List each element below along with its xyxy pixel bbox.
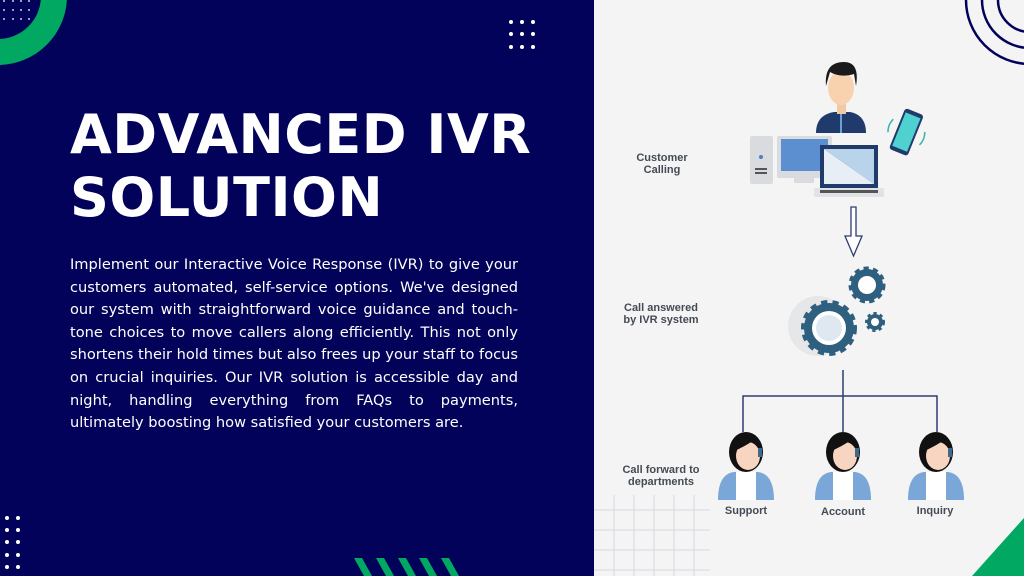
step-customer-calling-label: Customer Calling [636, 152, 688, 176]
green-stripes-decoration [354, 558, 459, 576]
right-panel: Customer Calling Call answered by IVR sy… [594, 0, 1024, 576]
dot-grid-top-left [3, 0, 30, 20]
down-arrow-icon [844, 206, 863, 258]
concentric-arcs-decoration [964, 0, 1024, 65]
grid-decoration [594, 495, 710, 576]
connector-lines [742, 370, 938, 432]
step-ivr-answered-label: Call answered by IVR system [623, 302, 699, 326]
step-forward-label: Call forward to departments [622, 464, 700, 488]
slide-title: ADVANCED IVR SOLUTION [70, 103, 531, 229]
title-line-1: ADVANCED IVR [70, 103, 532, 166]
inquiry-agent-icon [908, 432, 964, 500]
customer-person-icon [816, 62, 866, 133]
left-decorations [0, 0, 535, 576]
slide-body-text: Implement our Interactive Voice Response… [70, 256, 518, 432]
department-label-account: Account [821, 506, 865, 518]
dot-grid-bottom-left [5, 516, 20, 569]
support-agent-icon [718, 432, 774, 500]
mobile-phone-icon [887, 108, 926, 156]
dot-grid-top-right [509, 20, 535, 49]
department-label-inquiry: Inquiry [916, 505, 954, 517]
department-label-support: Support [724, 505, 768, 517]
desktop-computer-icon [750, 136, 832, 184]
gears-icon [788, 266, 886, 356]
green-triangle-decoration [972, 518, 1024, 576]
left-panel: ADVANCED IVR SOLUTION Implement our Inte… [0, 0, 594, 576]
green-ring-decoration [0, 0, 67, 65]
agent-icons [718, 432, 964, 500]
account-agent-icon [815, 432, 871, 500]
laptop-icon [814, 145, 884, 197]
title-line-2: SOLUTION [70, 166, 384, 229]
ivr-diagram [594, 0, 1024, 576]
